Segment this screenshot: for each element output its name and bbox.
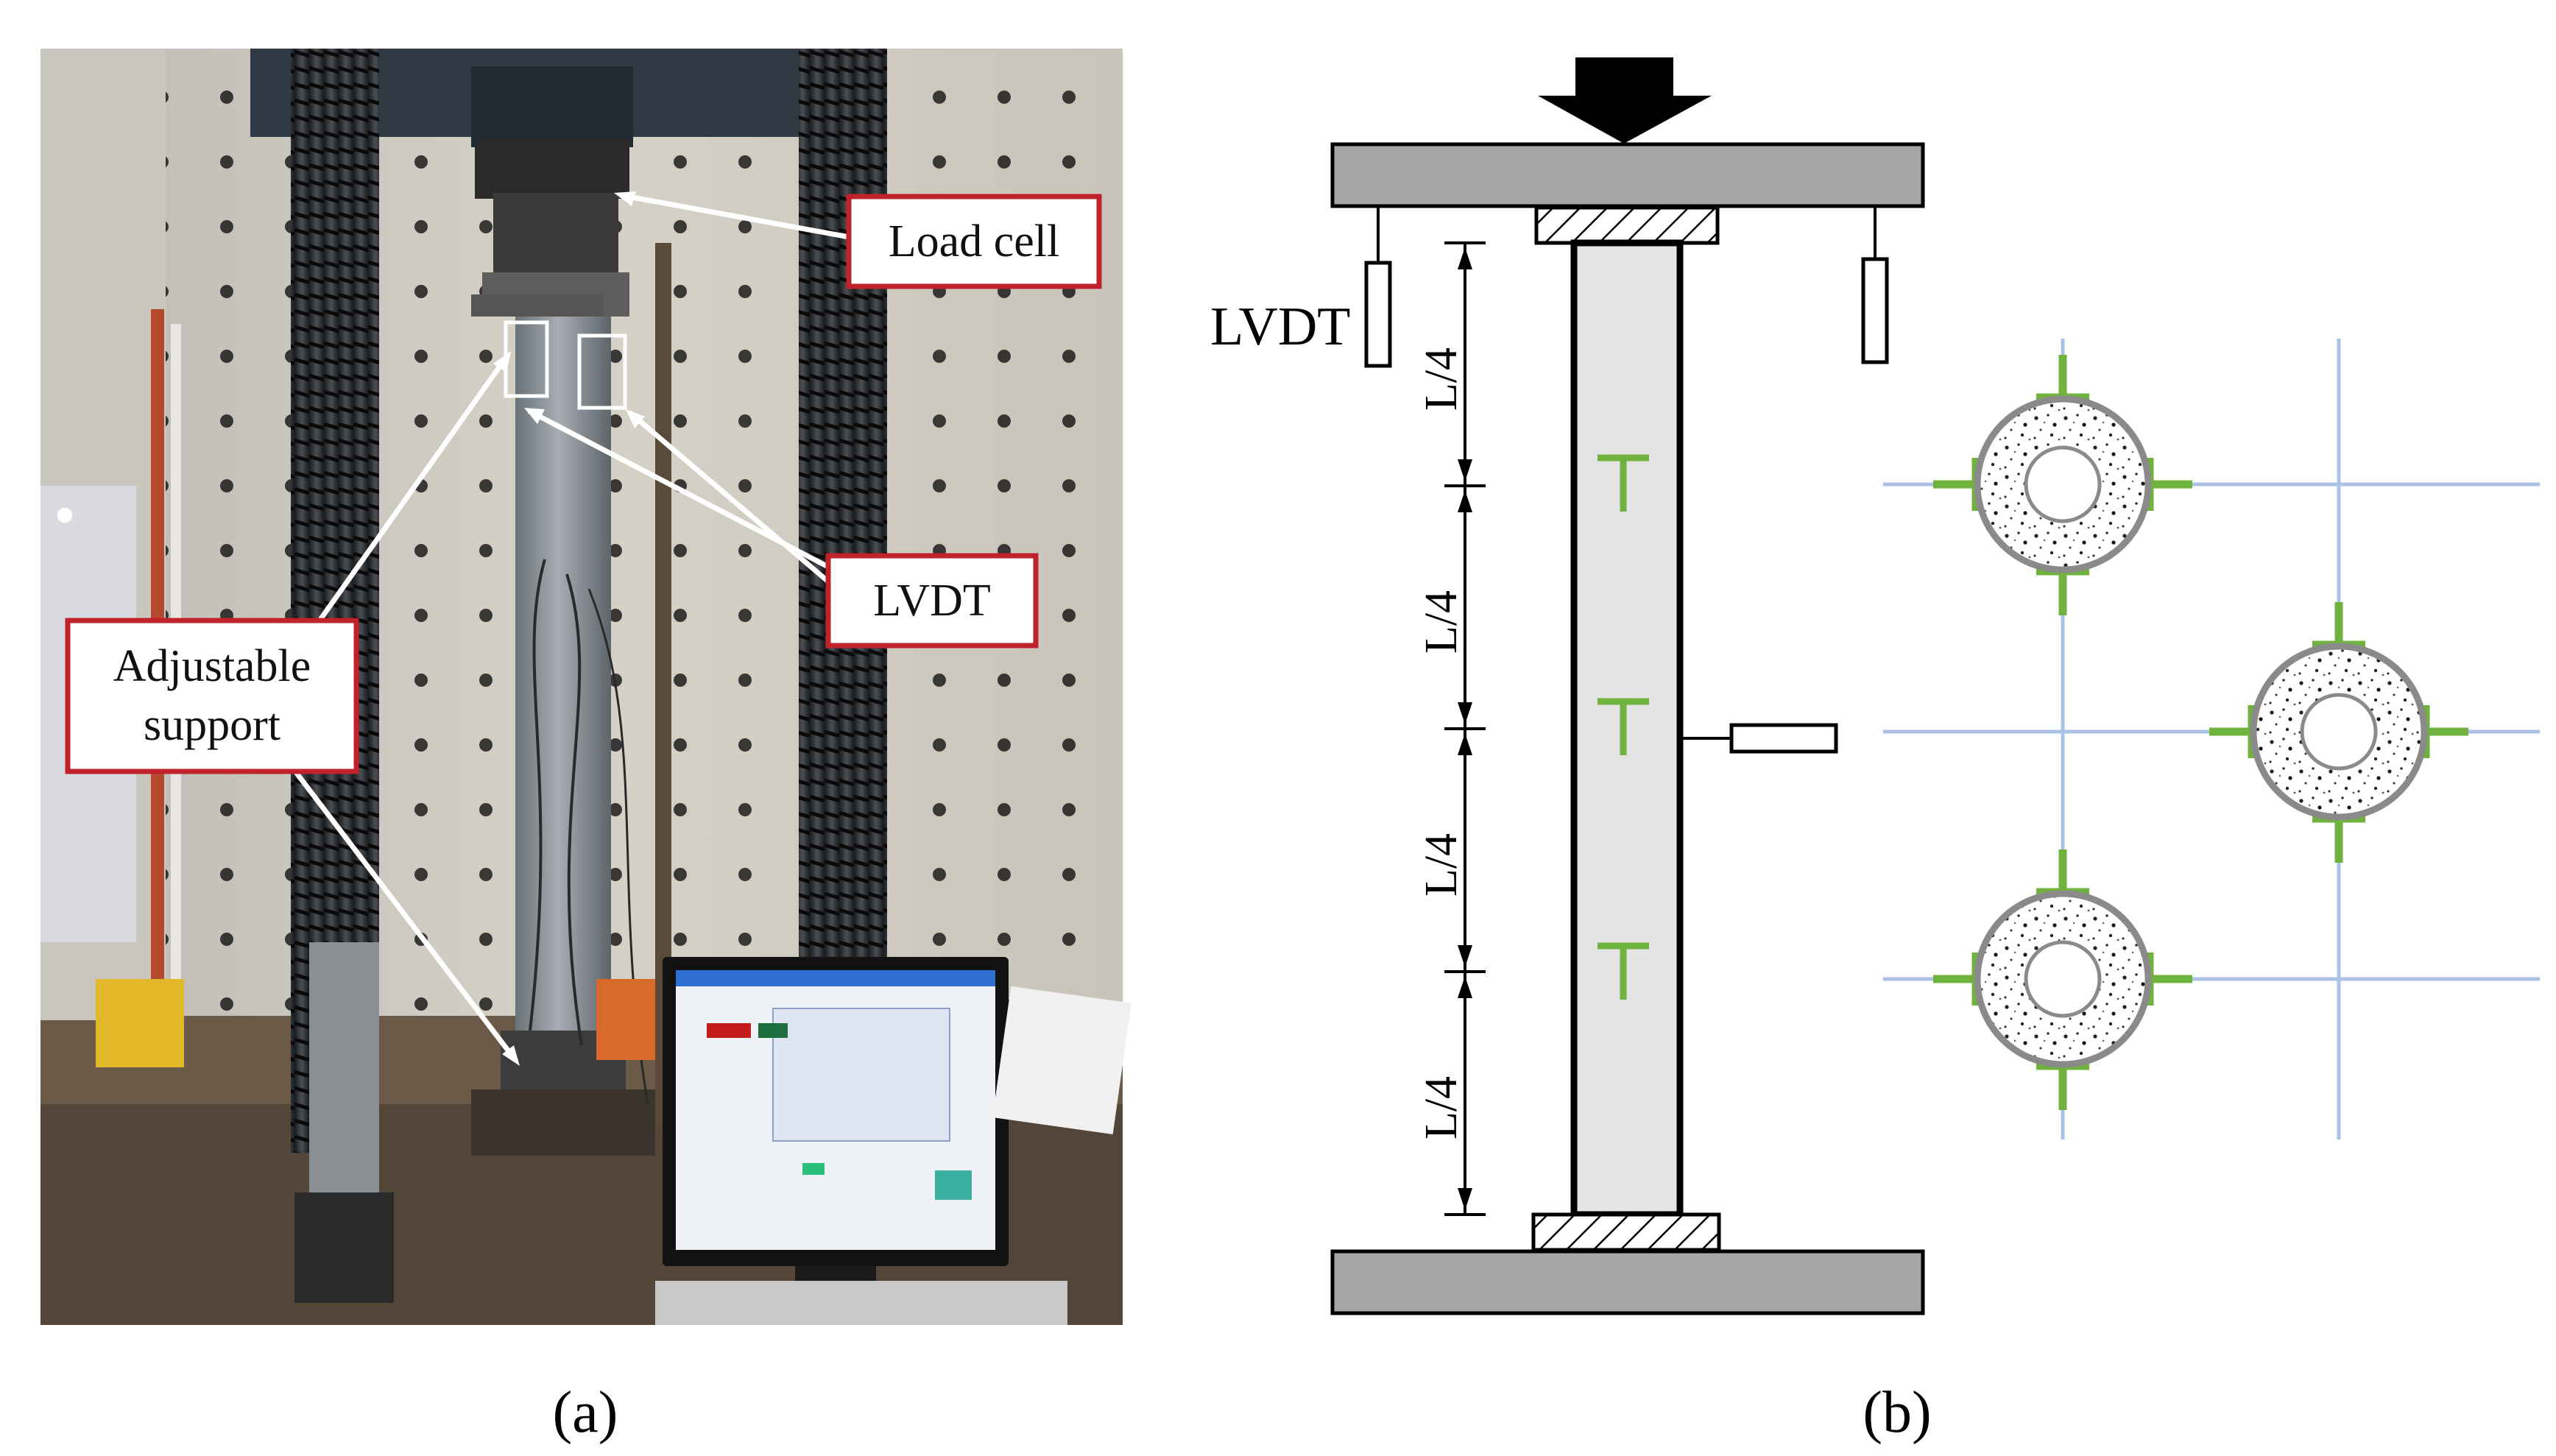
- dim-label-3: L/4: [1416, 833, 1466, 897]
- cross-section-3: [1933, 849, 2192, 1110]
- lvdt-schematic-label: LVDT: [1210, 297, 1351, 357]
- lvdt-photo-label: LVDT: [873, 576, 991, 626]
- column-specimen: [1570, 239, 1684, 1218]
- dim-label-1: L/4: [1416, 347, 1466, 411]
- top-loading-plate: [1330, 142, 1925, 208]
- lvdt-callout: LVDT: [825, 553, 1039, 649]
- monitor: [663, 957, 1009, 1303]
- cross-section-2: [2209, 602, 2468, 863]
- panel-b-schematic: LVDT L/4 L/4 L/4 L/4: [1210, 57, 2540, 1315]
- load-arrow-icon: [1538, 57, 1712, 144]
- lvdt-right-sensor: [1861, 257, 1889, 364]
- bottom-support-plate: [1330, 1249, 1925, 1315]
- lvdt-left-sensor: [1364, 261, 1392, 368]
- adjustable-support-callout: Adjustable support: [65, 618, 359, 774]
- strain-gauge-marks: [1598, 454, 1649, 1000]
- cross-section-1: [1933, 355, 2192, 615]
- adjustable-label-line2: support: [144, 700, 280, 750]
- callout-leaders: [289, 191, 850, 1066]
- caption-a: (a): [553, 1380, 618, 1445]
- dimension-line: [1444, 241, 1486, 1216]
- load-cell-label: Load cell: [889, 216, 1059, 266]
- adjustable-label-line1: Adjustable: [113, 641, 311, 691]
- lvdt-lateral-sensor: [1729, 723, 1838, 754]
- bottom-end-plate: [1531, 1212, 1721, 1252]
- load-cell-callout: Load cell: [846, 194, 1102, 289]
- caption-b: (b): [1863, 1380, 1931, 1445]
- dim-label-4: L/4: [1416, 1076, 1466, 1139]
- dim-label-2: L/4: [1416, 590, 1466, 654]
- top-end-plate: [1534, 205, 1720, 245]
